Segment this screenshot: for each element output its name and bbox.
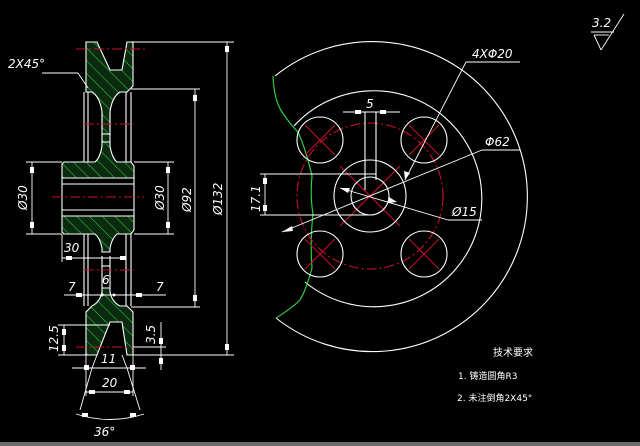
web-width-dim: 6 (102, 273, 110, 287)
keyway-width-dim: 5 (366, 97, 374, 111)
hole (296, 230, 344, 278)
keyway-depth-dim: 17.1 (249, 185, 263, 212)
hole (296, 116, 344, 164)
web-lower-section (85, 287, 134, 356)
hole-pitch-circle (296, 122, 444, 270)
groove-depth-dim: 12.5 (47, 325, 61, 352)
hole (400, 230, 448, 278)
groove-top-width-dim: 20 (102, 376, 118, 390)
surface-roughness-symbol: 3.2 (591, 13, 625, 51)
rim-top-section (85, 41, 134, 143)
web-diameter-dim: Ø92 (180, 187, 194, 213)
section-view: 2X45° Ø132 Ø92 Ø30 Ø30 30 (8, 41, 234, 439)
tech-notes-title: 技术要求 (493, 346, 533, 359)
groove-angle-dim: 36° (94, 425, 115, 439)
hub-circle (333, 159, 407, 233)
outer-diameter-dim: Ø132 (211, 183, 225, 216)
tech-note-item: 2. 未注倒角2X45° (457, 392, 532, 404)
roughness-value: 3.2 (592, 16, 611, 30)
hub-section-top (61, 141, 135, 179)
hub-section-bottom (61, 215, 135, 253)
groove-top-dim: 3.5 (144, 325, 158, 344)
groove-bottom-width-dim: 11 (101, 352, 116, 366)
bottom-border (0, 442, 640, 446)
tech-note-item: 1. 铸造圆角R3 (458, 370, 517, 382)
bore-dim: Ø15 (451, 205, 477, 219)
break-line (272, 75, 314, 319)
bore-diameter-right-dim: Ø30 (153, 185, 167, 211)
bore-diameter-left-dim: Ø30 (16, 185, 30, 211)
offset-left-dim: 7 (68, 280, 76, 294)
chamfer-note: 2X45° (8, 57, 45, 71)
hub-width-dim: 30 (64, 241, 80, 255)
hole (400, 116, 448, 164)
holes-dim: 4XΦ20 (472, 47, 513, 61)
offset-right-dim: 7 (156, 280, 164, 294)
end-view: 5 17.1 4XΦ20 Φ62 Ø15 (249, 41, 528, 353)
hole-circle-dim: Φ62 (485, 135, 510, 149)
technical-requirements: 技术要求 1. 铸造圆角R3 2. 未注倒角2X45° (457, 346, 533, 404)
